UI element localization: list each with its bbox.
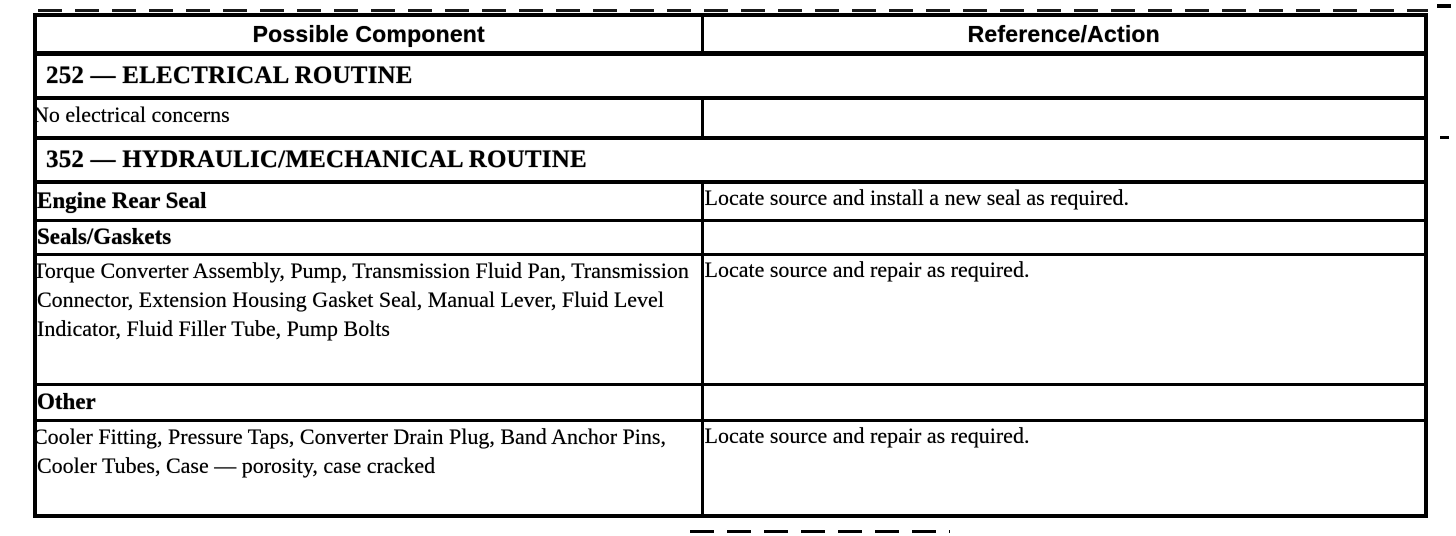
column-header-reference-action: Reference/Action <box>700 13 1428 56</box>
section-row: 352 — HYDRAULIC/MECHANICAL ROUTINE <box>33 136 1428 184</box>
scan-artifact-speck <box>1440 136 1449 139</box>
action-cell: •Locate source and repair as required. <box>700 252 1428 386</box>
component-cell: •No electrical concerns <box>33 96 704 140</box>
component-text: Torque Converter Assembly, Pump, Transmi… <box>35 257 689 341</box>
subheading-row: Engine Rear Seal•Locate source and insta… <box>33 180 1428 222</box>
subheading-row: Seals/Gaskets <box>33 218 1428 256</box>
action-text: Locate source and install a new seal as … <box>704 185 1130 210</box>
item-row: •Torque Converter Assembly, Pump, Transm… <box>33 252 1428 386</box>
scan-artifact-speck <box>1437 4 1451 8</box>
component-subheading: Other <box>33 382 704 422</box>
column-header-possible-component: Possible Component <box>33 13 704 56</box>
component-cell: •Torque Converter Assembly, Pump, Transm… <box>33 252 704 386</box>
action-cell <box>700 382 1428 422</box>
action-text: Locate source and repair as required. <box>704 256 1030 282</box>
component-text: Cooler Fitting, Pressure Taps, Converter… <box>35 423 666 478</box>
scan-artifact-bottom-edge <box>690 530 950 533</box>
component-cell: •Cooler Fitting, Pressure Taps, Converte… <box>33 418 704 518</box>
item-row: •Cooler Fitting, Pressure Taps, Converte… <box>33 418 1428 518</box>
action-cell: •Locate source and install a new seal as… <box>700 180 1428 222</box>
section-title: 352 — HYDRAULIC/MECHANICAL ROUTINE <box>33 136 1428 184</box>
component-subheading: Seals/Gaskets <box>33 218 704 256</box>
action-cell <box>700 218 1428 256</box>
subheading-row: Other <box>33 382 1428 422</box>
action-text: Locate source and repair as required. <box>704 422 1030 448</box>
action-cell <box>700 96 1428 140</box>
scan-artifact-top-edge <box>38 9 1428 12</box>
component-subheading: Engine Rear Seal <box>33 180 704 222</box>
diagnostic-routine-table: Possible Component Reference/Action 252 … <box>33 13 1428 518</box>
section-title: 252 — ELECTRICAL ROUTINE <box>33 51 1428 100</box>
component-text: No electrical concerns <box>35 102 230 127</box>
action-cell: •Locate source and repair as required. <box>700 418 1428 518</box>
table-header-row: Possible Component Reference/Action <box>33 13 1428 56</box>
section-row: 252 — ELECTRICAL ROUTINE <box>33 51 1428 100</box>
table-body: 252 — ELECTRICAL ROUTINE•No electrical c… <box>33 51 1428 518</box>
item-row: •No electrical concerns <box>33 96 1428 140</box>
